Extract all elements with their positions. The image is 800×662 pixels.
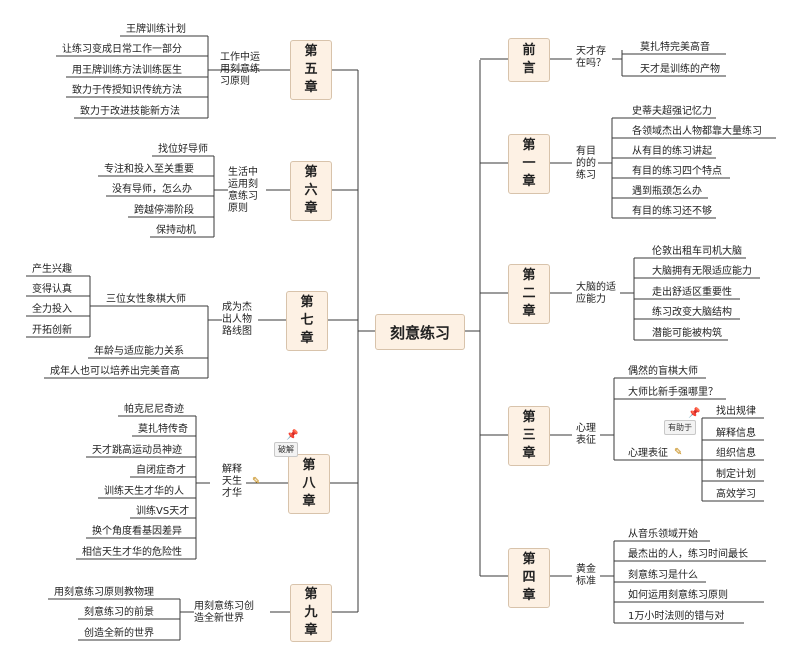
leaf-ch8-3[interactable]: 自闭症奇才 bbox=[136, 465, 186, 476]
chapter-6[interactable]: 第 六 章 bbox=[290, 161, 332, 221]
chapter-8[interactable]: 第 八 章 bbox=[288, 454, 330, 514]
leaf-ch7-w2[interactable]: 全力投入 bbox=[32, 304, 72, 315]
branch-ch9[interactable]: 用刻意练习创 造全新世界 bbox=[194, 601, 254, 624]
leaf-ch4-3[interactable]: 如何运用刻意练习原则 bbox=[628, 590, 728, 601]
leaf-ch3-m0[interactable]: 找出规律 bbox=[716, 406, 756, 417]
leaf-ch7-w3[interactable]: 开拓创新 bbox=[32, 325, 72, 336]
leaf-ch3-m4[interactable]: 高效学习 bbox=[716, 489, 756, 500]
chapter-2[interactable]: 第 二 章 bbox=[508, 264, 550, 324]
leaf-ch6-4[interactable]: 保持动机 bbox=[156, 225, 196, 236]
leaf-ch6-0[interactable]: 找位好导师 bbox=[158, 144, 208, 155]
leaf-ch9-2[interactable]: 创造全新的世界 bbox=[84, 628, 154, 639]
leaf-ch1-4[interactable]: 遇到瓶颈怎么办 bbox=[632, 186, 702, 197]
branch-ch6[interactable]: 生活中 运用刻 意练习 原则 bbox=[228, 167, 258, 214]
branch-ch5[interactable]: 工作中运 用刻意练 习原则 bbox=[220, 52, 260, 87]
pin-icon: 📌 bbox=[286, 430, 299, 441]
leaf-ch3-m1[interactable]: 解释信息 bbox=[716, 428, 756, 439]
leaf-ch7-w0[interactable]: 产生兴趣 bbox=[32, 264, 72, 275]
leaf-ch4-4[interactable]: 1万小时法则的错与对 bbox=[628, 611, 725, 622]
leaf-ch8-4[interactable]: 训练天生才华的人 bbox=[104, 486, 184, 497]
branch-ch7-women[interactable]: 三位女性象棋大师 bbox=[106, 294, 186, 305]
leaf-ch3-0[interactable]: 偶然的盲棋大师 bbox=[628, 366, 698, 377]
leaf-ch8-0[interactable]: 帕克尼尼奇迹 bbox=[124, 404, 184, 415]
chapter-1[interactable]: 第 一 章 bbox=[508, 134, 550, 194]
branch-ch2[interactable]: 大脑的适 应能力 bbox=[576, 282, 616, 305]
leaf-ch2-2[interactable]: 走出舒适区重要性 bbox=[652, 287, 732, 298]
leaf-ch5-3[interactable]: 致力于传授知识传统方法 bbox=[72, 85, 182, 96]
leaf-ch9-0[interactable]: 用刻意练习原则教物理 bbox=[54, 587, 154, 598]
branch-ch1[interactable]: 有目 的的 练习 bbox=[576, 146, 596, 181]
branch-preface[interactable]: 天才存 在吗？ bbox=[576, 46, 606, 69]
leaf-ch5-4[interactable]: 致力于改进技能新方法 bbox=[80, 106, 180, 117]
chapter-3[interactable]: 第 三 章 bbox=[508, 406, 550, 466]
leaf-ch5-2[interactable]: 用王牌训练方法训练医生 bbox=[72, 65, 182, 76]
leaf-ch7-w1[interactable]: 变得认真 bbox=[32, 284, 72, 295]
root-node[interactable]: 刻意练习 bbox=[375, 314, 465, 350]
leaf-ch5-1[interactable]: 让练习变成日常工作一部分 bbox=[62, 44, 182, 55]
leaf-ch4-2[interactable]: 刻意练习是什么 bbox=[628, 570, 698, 581]
leaf-ch5-0[interactable]: 王牌训练计划 bbox=[126, 24, 186, 35]
leaf-ch8-1[interactable]: 莫扎特传奇 bbox=[138, 424, 188, 435]
leaf-preface-0[interactable]: 莫扎特完美高音 bbox=[640, 42, 710, 53]
branch-ch7[interactable]: 成为杰 出人物 路线图 bbox=[222, 302, 252, 337]
leaf-ch1-1[interactable]: 各领域杰出人物都靠大量练习 bbox=[632, 126, 762, 137]
leaf-ch1-3[interactable]: 有目的练习四个特点 bbox=[632, 166, 722, 177]
branch-ch3[interactable]: 心理 表征 bbox=[576, 423, 596, 446]
leaf-ch9-1[interactable]: 刻意练习的前景 bbox=[84, 607, 154, 618]
leaf-ch3-m3[interactable]: 制定计划 bbox=[716, 469, 756, 480]
leaf-ch3-m2[interactable]: 组织信息 bbox=[716, 448, 756, 459]
leaf-ch1-0[interactable]: 史蒂夫超强记忆力 bbox=[632, 106, 712, 117]
note-icon: ✎ bbox=[252, 476, 261, 487]
leaf-ch6-1[interactable]: 专注和投入至关重要 bbox=[104, 164, 194, 175]
chapter-4[interactable]: 第 四 章 bbox=[508, 548, 550, 608]
leaf-ch2-4[interactable]: 潜能可能被构筑 bbox=[652, 328, 722, 339]
leaf-ch1-2[interactable]: 从有目的练习讲起 bbox=[632, 146, 712, 157]
note-icon: ✎ bbox=[674, 447, 683, 458]
branch-ch8[interactable]: 解释 天生 才华 bbox=[222, 464, 242, 499]
helps-badge: 有助于 bbox=[664, 420, 696, 435]
chapter-5[interactable]: 第 五 章 bbox=[290, 40, 332, 100]
branch-ch3-mental[interactable]: 心理表征 bbox=[628, 448, 668, 459]
leaf-ch2-1[interactable]: 大脑拥有无限适应能力 bbox=[652, 266, 752, 277]
leaf-ch2-0[interactable]: 伦敦出租车司机大脑 bbox=[652, 246, 742, 257]
leaf-ch7-1[interactable]: 成年人也可以培养出完美音高 bbox=[50, 366, 180, 377]
leaf-ch8-7[interactable]: 相信天生才华的危险性 bbox=[82, 547, 182, 558]
leaf-ch7-0[interactable]: 年龄与适应能力关系 bbox=[94, 346, 184, 357]
chapter-9[interactable]: 第 九 章 bbox=[290, 584, 332, 642]
leaf-preface-1[interactable]: 天才是训练的产物 bbox=[640, 64, 720, 75]
crack-badge: 破解 bbox=[274, 442, 298, 457]
leaf-ch8-6[interactable]: 换个角度看基因差异 bbox=[92, 526, 182, 537]
chapter-preface[interactable]: 前 言 bbox=[508, 38, 550, 82]
leaf-ch6-2[interactable]: 没有导师，怎么办 bbox=[112, 184, 192, 195]
pin-icon: 📌 bbox=[688, 408, 701, 419]
chapter-7[interactable]: 第 七 章 bbox=[286, 291, 328, 351]
leaf-ch8-2[interactable]: 天才跳高运动员神迹 bbox=[92, 445, 182, 456]
leaf-ch4-0[interactable]: 从音乐领域开始 bbox=[628, 529, 698, 540]
leaf-ch1-5[interactable]: 有目的练习还不够 bbox=[632, 206, 712, 217]
branch-ch4[interactable]: 黄金 标准 bbox=[576, 564, 596, 587]
leaf-ch3-1[interactable]: 大师比新手强哪里？ bbox=[628, 387, 718, 398]
leaf-ch2-3[interactable]: 练习改变大脑结构 bbox=[652, 307, 732, 318]
leaf-ch4-1[interactable]: 最杰出的人，练习时间最长 bbox=[628, 549, 748, 560]
leaf-ch6-3[interactable]: 跨越停滞阶段 bbox=[134, 205, 194, 216]
leaf-ch8-5[interactable]: 训练VS天才 bbox=[136, 506, 190, 517]
